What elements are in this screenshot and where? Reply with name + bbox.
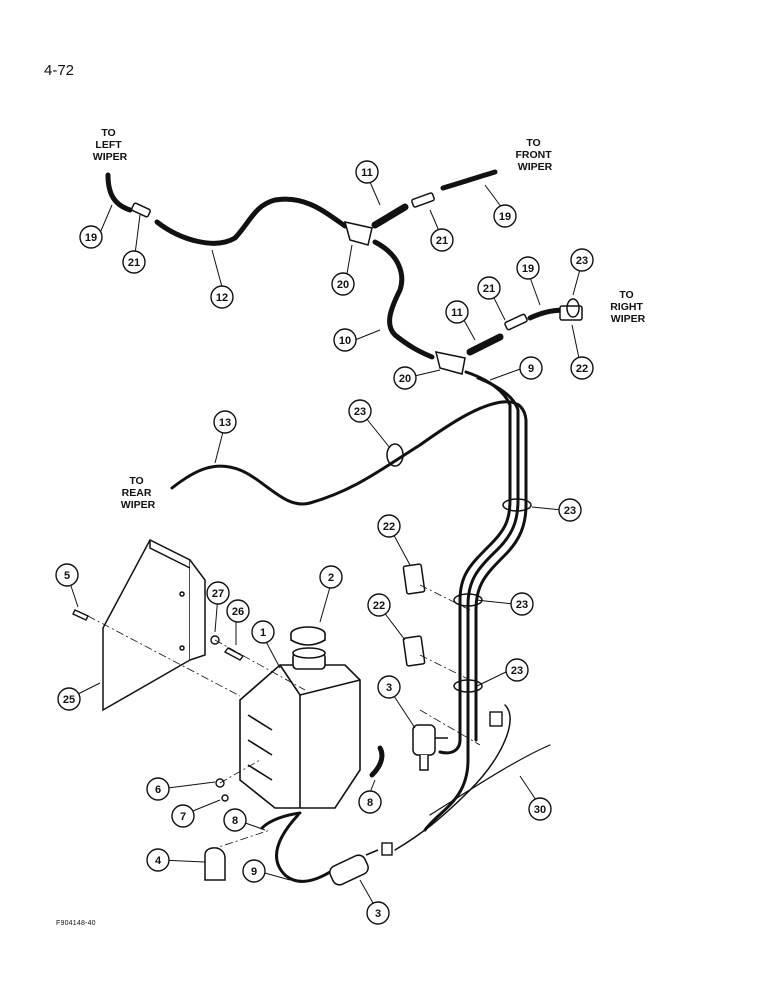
callout-21: 21 (483, 283, 495, 295)
hose-19-left (105, 172, 133, 213)
callout-21: 21 (128, 257, 140, 269)
callout-19: 19 (85, 232, 97, 244)
callout-23: 23 (354, 406, 366, 418)
bracket-25 (102, 539, 206, 712)
pump-3-lower (329, 849, 379, 886)
callout-3: 3 (375, 908, 381, 920)
tee-20-lower (434, 351, 466, 375)
callout-5: 5 (64, 570, 70, 582)
tee-20-upper (343, 220, 373, 246)
clamp-23-top (566, 298, 580, 318)
callout-11: 11 (361, 167, 373, 179)
callout-10: 10 (339, 335, 351, 347)
clamp-23-a (386, 443, 404, 467)
callout-21: 21 (436, 235, 448, 247)
clamp-23-d (453, 679, 483, 693)
callout-20: 20 (337, 279, 349, 291)
callout-20: 20 (399, 373, 411, 385)
clamp-23-c (453, 593, 483, 607)
callout-11: 11 (451, 307, 463, 319)
hose-11-upper (371, 203, 409, 229)
callout-23: 23 (576, 255, 588, 267)
connector-21-left (131, 202, 151, 218)
connector-21-right (504, 313, 528, 331)
cap-2 (290, 626, 326, 646)
label-to-rear-wiper: TO REAR WIPER (121, 475, 156, 511)
pump-3-upper (412, 724, 448, 771)
hose-8-upper (369, 745, 385, 778)
fittings (131, 192, 583, 693)
wire-connector (489, 711, 503, 727)
wire-30 (394, 704, 511, 851)
callout-1: 1 (260, 627, 266, 639)
hose-9-b (423, 376, 520, 832)
clip-22-mid (402, 563, 426, 595)
hose-13-rear (170, 400, 528, 742)
callout-22: 22 (576, 363, 588, 375)
callout-8: 8 (232, 815, 238, 827)
figure-code: F904148-40 (56, 920, 96, 927)
hose-9-lower (275, 813, 332, 883)
dash-lines (87, 584, 481, 851)
hose-11-lower (466, 333, 504, 356)
clip-4 (204, 847, 226, 881)
clip-22-top (559, 305, 583, 321)
callout-23: 23 (516, 599, 528, 611)
fasteners (72, 609, 245, 802)
callout-12: 12 (216, 292, 228, 304)
callout-13: 13 (219, 417, 231, 429)
label-to-front-wiper: TO FRONT WIPER (515, 137, 554, 173)
callout-2: 2 (328, 572, 334, 584)
callout-4: 4 (155, 855, 162, 867)
page-number: 4-72 (44, 62, 75, 79)
callout-27: 27 (212, 588, 224, 600)
callout-23: 23 (511, 665, 523, 677)
callout-9: 9 (528, 363, 534, 375)
reservoir-1 (239, 647, 361, 809)
hose-9-a (438, 370, 512, 755)
callout-9: 9 (251, 866, 257, 878)
hose-8-lower (260, 811, 302, 830)
hoses (105, 169, 578, 883)
connector-21-upper (411, 192, 435, 208)
clamp-23-b (502, 498, 532, 512)
hose-19-front (440, 169, 498, 191)
clip-22-low (402, 635, 426, 667)
callout-19: 19 (499, 211, 511, 223)
label-to-right-wiper: TO RIGHT WIPER (610, 289, 646, 325)
callout-7: 7 (180, 811, 186, 823)
hose-10 (372, 239, 435, 360)
screw-26 (223, 647, 245, 661)
callout-25: 25 (63, 694, 75, 706)
callout-22: 22 (383, 521, 395, 533)
label-to-left-wiper: TO LEFT WIPER (93, 127, 128, 163)
callout-3: 3 (386, 682, 392, 694)
callout-22: 22 (373, 600, 385, 612)
callout-8: 8 (367, 797, 373, 809)
callout-30: 30 (534, 804, 546, 816)
callout-23: 23 (564, 505, 576, 517)
callout-26: 26 (232, 606, 244, 618)
callout-19: 19 (522, 263, 534, 275)
nut-7 (221, 794, 229, 802)
callout-circles (55, 160, 594, 925)
hose-12 (154, 196, 348, 246)
callout-6: 6 (155, 784, 161, 796)
screw-5 (72, 609, 89, 621)
